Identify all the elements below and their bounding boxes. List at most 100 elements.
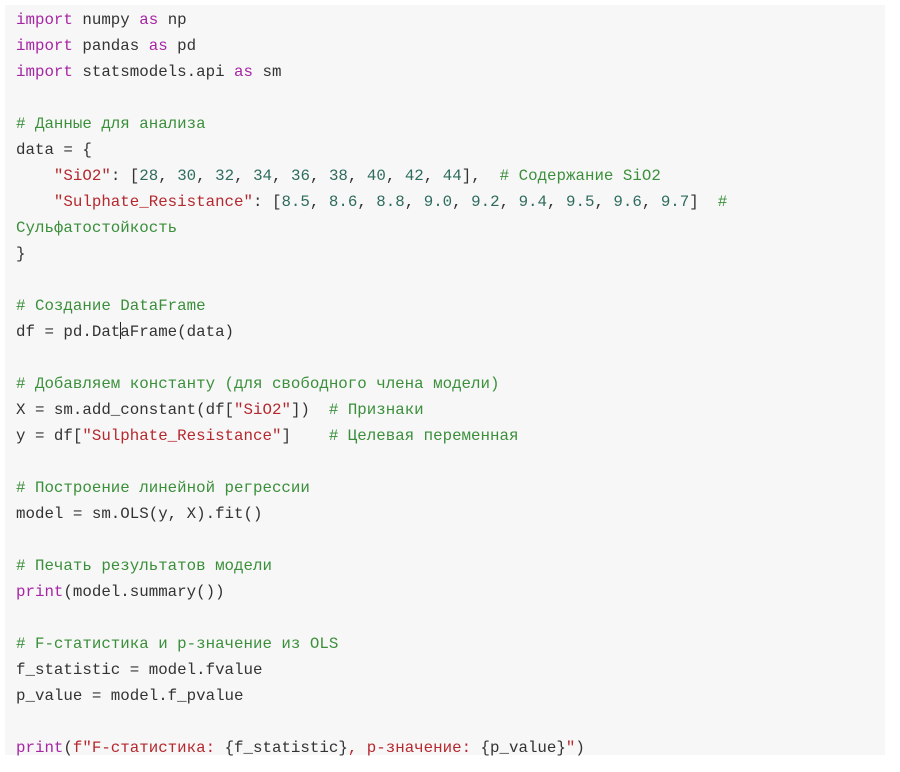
keyword: import bbox=[16, 37, 73, 55]
code-line[interactable]: data = { bbox=[16, 137, 727, 163]
code-line[interactable]: Сульфатостойкость bbox=[16, 215, 727, 241]
code-text: model = sm.OLS(y, X).fit() bbox=[16, 505, 263, 523]
keyword: import bbox=[16, 11, 73, 29]
string: "Sulphate_Resistance" bbox=[82, 427, 282, 445]
code-text: , bbox=[499, 193, 519, 211]
keyword: as bbox=[148, 37, 168, 55]
number: 9.2 bbox=[471, 193, 500, 211]
number: 8.8 bbox=[376, 193, 405, 211]
number: 9.0 bbox=[423, 193, 453, 211]
code-line[interactable] bbox=[16, 85, 727, 111]
code-text: , bbox=[196, 167, 216, 185]
code-text: , bbox=[594, 193, 614, 211]
code-line[interactable]: df = pd.DataFrame(data) bbox=[16, 319, 727, 345]
code-text: ]) bbox=[290, 401, 329, 419]
code-text: data = { bbox=[16, 141, 92, 159]
number: 8.6 bbox=[328, 193, 358, 211]
code-text: ], bbox=[461, 167, 500, 185]
code-line[interactable]: y = df["Sulphate_Resistance"] # Целевая … bbox=[16, 423, 727, 449]
number: 42 bbox=[404, 167, 424, 185]
comment: # Добавляем константу (для свободного чл… bbox=[16, 375, 500, 393]
code-text: , bbox=[309, 167, 329, 185]
code-text bbox=[16, 167, 54, 185]
number: 30 bbox=[177, 167, 197, 185]
number: 32 bbox=[215, 167, 235, 185]
code-text: ] bbox=[281, 427, 329, 445]
code-line[interactable]: "SiO2": [28, 30, 32, 34, 36, 38, 40, 42,… bbox=[16, 163, 727, 189]
number: 9.6 bbox=[613, 193, 642, 211]
number: 44 bbox=[442, 167, 462, 185]
comment: Сульфатостойкость bbox=[16, 219, 178, 237]
code-text: aFrame(data) bbox=[120, 323, 235, 341]
code-text bbox=[16, 193, 54, 211]
comment: # Печать результатов модели bbox=[16, 557, 272, 575]
code-line[interactable]: import statsmodels.api as sm bbox=[16, 59, 727, 85]
code-text: statsmodels.api bbox=[72, 63, 235, 81]
code-line[interactable]: print(model.summary()) bbox=[16, 579, 727, 605]
code-line[interactable]: f_statistic = model.fvalue bbox=[16, 657, 727, 683]
code-text: , bbox=[641, 193, 661, 211]
number: 28 bbox=[139, 167, 159, 185]
code-line[interactable]: # F-статистика и p-значение из OLS bbox=[16, 631, 727, 657]
code-text: , bbox=[547, 193, 566, 211]
code-text: np bbox=[158, 11, 187, 29]
code-text: : [ bbox=[110, 167, 140, 185]
code-line[interactable] bbox=[16, 449, 727, 475]
code-text: f_statistic = model.fvalue bbox=[16, 661, 263, 679]
code-text: , bbox=[347, 167, 367, 185]
comment: # Целевая переменная bbox=[328, 427, 519, 445]
code-line[interactable]: p_value = model.f_pvalue bbox=[16, 683, 727, 709]
string: " bbox=[565, 739, 576, 757]
code-text: p_value = model.f_pvalue bbox=[16, 687, 244, 705]
string: "Sulphate_Resistance" bbox=[53, 193, 253, 211]
code-line[interactable]: # Построение линейной регрессии bbox=[16, 475, 727, 501]
code-line[interactable]: print(f"F-статистика: {f_statistic}, p-з… bbox=[16, 735, 727, 761]
code-line[interactable]: } bbox=[16, 241, 727, 267]
number: 34 bbox=[253, 167, 273, 185]
comment: # bbox=[717, 193, 728, 211]
code-line[interactable] bbox=[16, 527, 727, 553]
keyword: print bbox=[16, 739, 64, 757]
string: "SiO2" bbox=[53, 167, 111, 185]
number: 36 bbox=[291, 167, 310, 185]
code-line[interactable]: # Добавляем константу (для свободного чл… bbox=[16, 371, 727, 397]
keyword: print bbox=[16, 583, 64, 601]
code-line[interactable]: "Sulphate_Resistance": [8.5, 8.6, 8.8, 9… bbox=[16, 189, 727, 215]
number: 40 bbox=[366, 167, 386, 185]
code-text: (model.summary()) bbox=[63, 583, 225, 601]
keyword: import bbox=[16, 63, 73, 81]
code-text: , bbox=[234, 167, 254, 185]
code-text: , bbox=[385, 167, 405, 185]
number: 9.7 bbox=[660, 193, 690, 211]
code-text: ) bbox=[575, 739, 585, 757]
code-text: , bbox=[404, 193, 424, 211]
code-text: sm bbox=[253, 63, 282, 81]
code-text: , bbox=[452, 193, 472, 211]
number: 8.5 bbox=[281, 193, 310, 211]
code-text: ] bbox=[689, 193, 718, 211]
code-line[interactable]: import numpy as np bbox=[16, 7, 727, 33]
code-line[interactable] bbox=[16, 709, 727, 735]
comment: # Построение линейной регрессии bbox=[16, 479, 310, 497]
code-text: , bbox=[158, 167, 178, 185]
code-text: , bbox=[309, 193, 329, 211]
comment: # Создание DataFrame bbox=[16, 297, 206, 315]
code-text: , bbox=[357, 193, 377, 211]
code-text: X = sm.add_constant(df[ bbox=[16, 401, 235, 419]
code-line[interactable] bbox=[16, 267, 727, 293]
comment: # Признаки bbox=[328, 401, 424, 419]
code-line[interactable]: model = sm.OLS(y, X).fit() bbox=[16, 501, 727, 527]
code-line[interactable] bbox=[16, 345, 727, 371]
code-text: numpy bbox=[72, 11, 140, 29]
code-line[interactable]: import pandas as pd bbox=[16, 33, 727, 59]
code-line[interactable]: # Данные для анализа bbox=[16, 111, 727, 137]
code-text: {f_statistic} bbox=[224, 739, 348, 757]
keyword: as bbox=[139, 11, 159, 29]
code-line[interactable]: X = sm.add_constant(df["SiO2"]) # Призна… bbox=[16, 397, 727, 423]
code-line[interactable] bbox=[16, 605, 727, 631]
comment: # Содержание SiO2 bbox=[499, 167, 661, 185]
code-line[interactable]: # Создание DataFrame bbox=[16, 293, 727, 319]
code-line[interactable]: # Печать результатов модели bbox=[16, 553, 727, 579]
